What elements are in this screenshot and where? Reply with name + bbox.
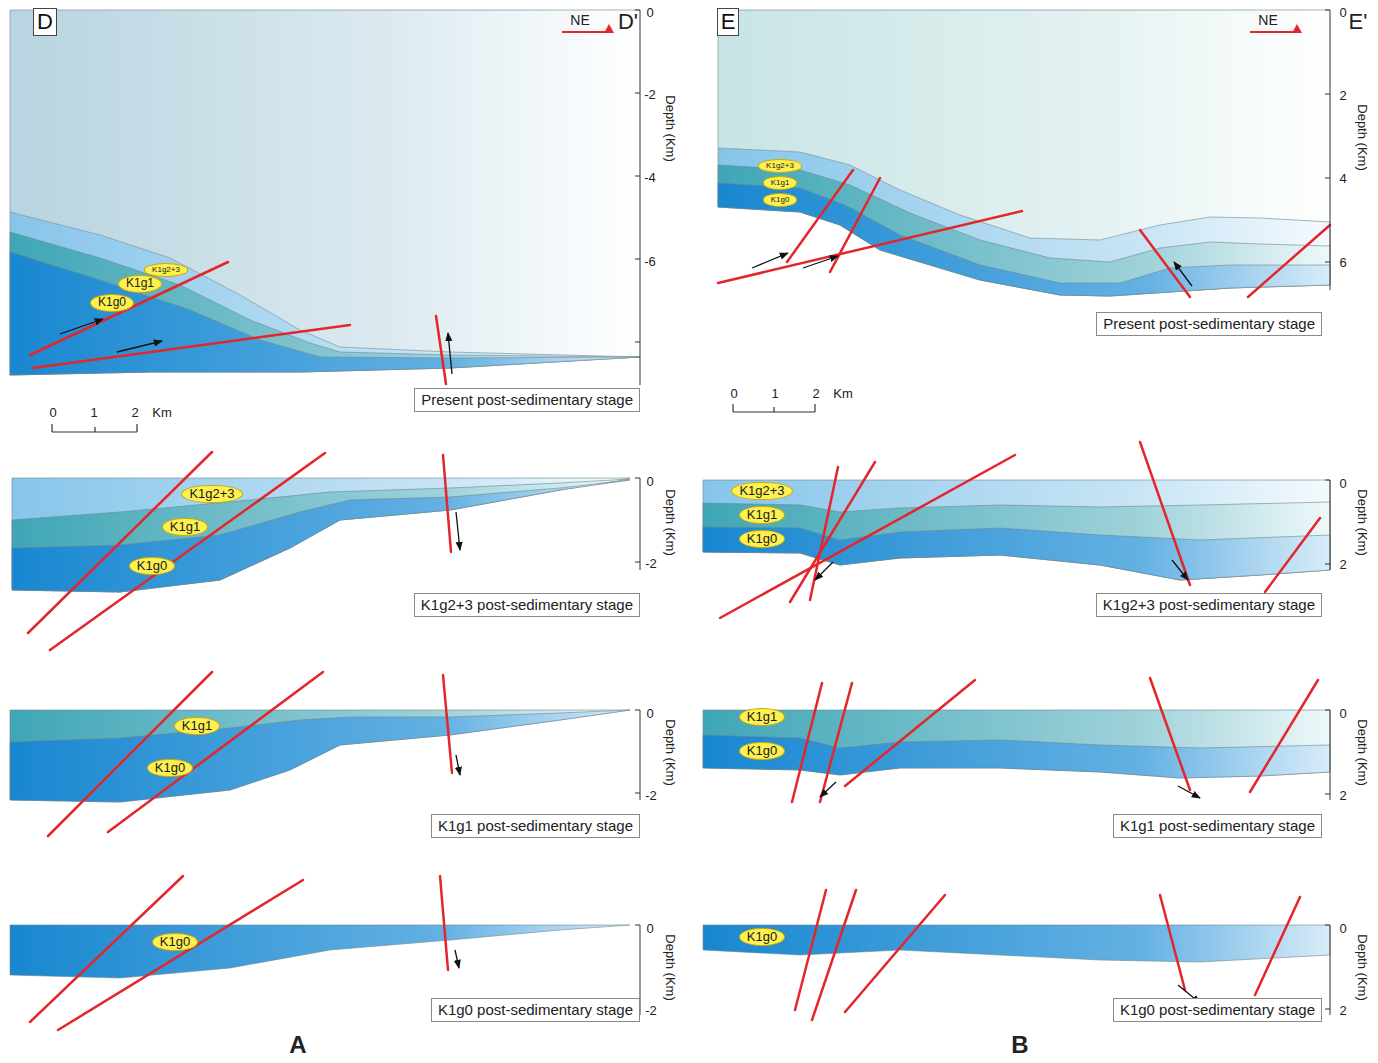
node-text: K1g2+3 post-sedimentary stage [1103,596,1315,613]
section-end-box: D [33,8,57,35]
formation-ellipse: K1g1 [763,176,798,189]
node-text: K1g0 [747,930,777,945]
section-a-present [10,10,640,432]
axis-title: Depth (Km) [1356,934,1369,1000]
section-a-stage-2 [10,672,640,836]
formation-ellipse: K1g1 [118,275,162,293]
direction-label: NE [1258,13,1277,27]
formation-ellipse: K1g2+3 [144,263,188,276]
stage-label-box: K1g0 post-sedimentary stage [1113,998,1322,1021]
node-text: K1g0 post-sedimentary stage [1120,1001,1315,1018]
section-a-stage-1 [10,876,640,1030]
axis-title: Depth (Km) [664,95,677,161]
scale-number: -2 [644,88,656,101]
node-text: K1g1 [182,719,212,734]
section-end-label: D' [618,11,638,33]
node-text: K1g1 [170,520,200,535]
stage-label-box: K1g1 post-sedimentary stage [1113,814,1322,837]
node-text: K1g1 [747,710,777,725]
scale-number: 0 [49,406,56,419]
formation-ellipse: K1g0 [763,193,798,206]
node-text: K1g0 [98,296,126,310]
axis-title: Depth (Km) [1356,489,1369,555]
scale-number: 0 [646,922,653,935]
node-text: K1g0 [771,195,790,204]
section-end-label: E' [1349,11,1368,33]
node-text: K1g2+3 [152,265,180,274]
scale-number: 2 [1339,558,1346,571]
node-text: Present post-sedimentary stage [421,391,633,408]
scale-number: 0 [1339,707,1346,720]
section-a-stage-3 [12,452,640,650]
formation-ellipse: K1g2+3 [731,482,792,501]
formation-ellipse: K1g2+3 [181,485,242,504]
formation-ellipse: K1g2+3 [758,159,802,172]
node-text: K1g2+3 [766,161,794,170]
axis-title: Depth (Km) [664,719,677,785]
node-text: K1g0 [747,744,777,759]
axis-title: Depth (Km) [664,934,677,1000]
stage-label-box: K1g1 post-sedimentary stage [431,814,640,837]
scale-number: 4 [1339,172,1346,185]
node-text: K1g0 [747,532,777,547]
node-text: K1g0 [160,935,190,950]
stage-label-box: K1g2+3 post-sedimentary stage [414,593,640,616]
node-text: D [37,9,53,34]
stage-label-box: K1g0 post-sedimentary stage [431,998,640,1021]
scale-number: -2 [645,1004,657,1017]
scale-number: 2 [1339,1004,1346,1017]
scale-number: -4 [644,171,656,184]
scale-number: 2 [1339,89,1346,102]
section-end-box: E [717,8,740,35]
node-text: Present post-sedimentary stage [1103,315,1315,332]
scale-number: Km [833,387,853,400]
scale-number: 2 [1339,789,1346,802]
node-text: K1g2+3 [189,487,234,502]
node-text: K1g0 post-sedimentary stage [438,1001,633,1018]
scale-number: 1 [771,387,778,400]
scale-number: 1 [90,406,97,419]
panel-letter: B [1011,1033,1028,1057]
section-b-stage-2 [703,678,1330,802]
scale-number: Km [152,406,172,419]
scale-number: 0 [646,6,653,19]
node-text: E [721,9,736,34]
node-text: K1g1 [747,508,777,523]
direction-label: NE [570,13,589,27]
node-text: K1g1 post-sedimentary stage [438,817,633,834]
scale-number: 0 [730,387,737,400]
node-text: K1g0 [155,761,185,776]
scale-number: 0 [646,475,653,488]
scale-number: 2 [812,387,819,400]
stage-label-box: K1g2+3 post-sedimentary stage [1096,593,1322,616]
node-text: K1g1 [771,178,790,187]
stage-label-box: Present post-sedimentary stage [414,388,640,411]
scale-number: 0 [1339,6,1346,19]
formation-ellipse: K1g0 [90,294,134,312]
axis-title: Depth (Km) [1356,104,1369,170]
node-text: K1g2+3 [739,484,784,499]
node-text: K1g0 [137,559,167,574]
scale-number: -2 [645,789,657,802]
stage-label-box: Present post-sedimentary stage [1096,312,1322,335]
scale-number: 0 [1339,922,1346,935]
node-text: K1g1 post-sedimentary stage [1120,817,1315,834]
scale-number: 2 [131,406,138,419]
scale-number: 6 [1339,256,1346,269]
axis-title: Depth (Km) [1356,719,1369,785]
section-b-stage-3 [703,442,1330,618]
panel-letter: A [289,1033,306,1057]
section-b-present [718,10,1330,412]
axis-title: Depth (Km) [664,489,677,555]
scale-number: 0 [1339,477,1346,490]
scale-number: 0 [646,707,653,720]
scale-number: -2 [645,557,657,570]
node-text: K1g2+3 post-sedimentary stage [421,596,633,613]
scale-number: -6 [644,255,656,268]
node-text: K1g1 [126,277,154,291]
